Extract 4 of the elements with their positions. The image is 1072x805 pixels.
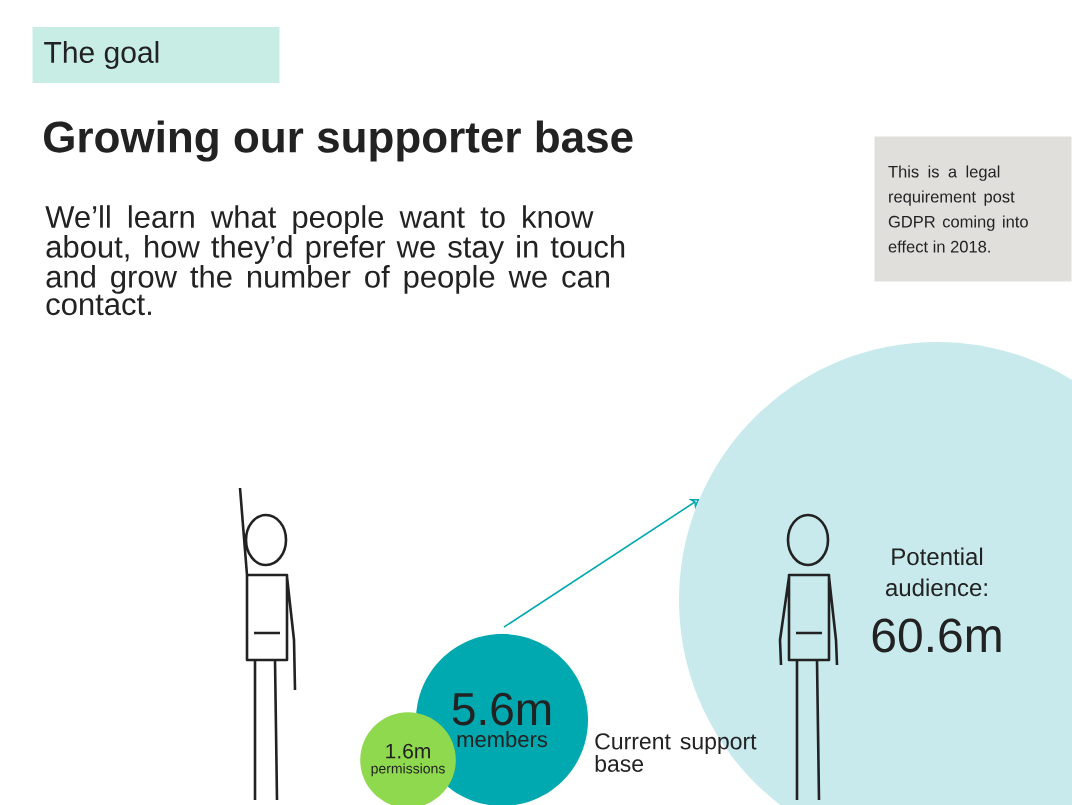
heading: Growing our supporter base	[44, 120, 633, 162]
tag-box: The goal	[32, 27, 280, 83]
note-box: This is a legal requirement post GDPR coming into effect in 2018.	[874, 136, 1072, 282]
intro-paragraph: We’ll learn what people want to know about, how they’d prefer we stay in touch and grow the number of people we can contact.	[45, 205, 625, 316]
